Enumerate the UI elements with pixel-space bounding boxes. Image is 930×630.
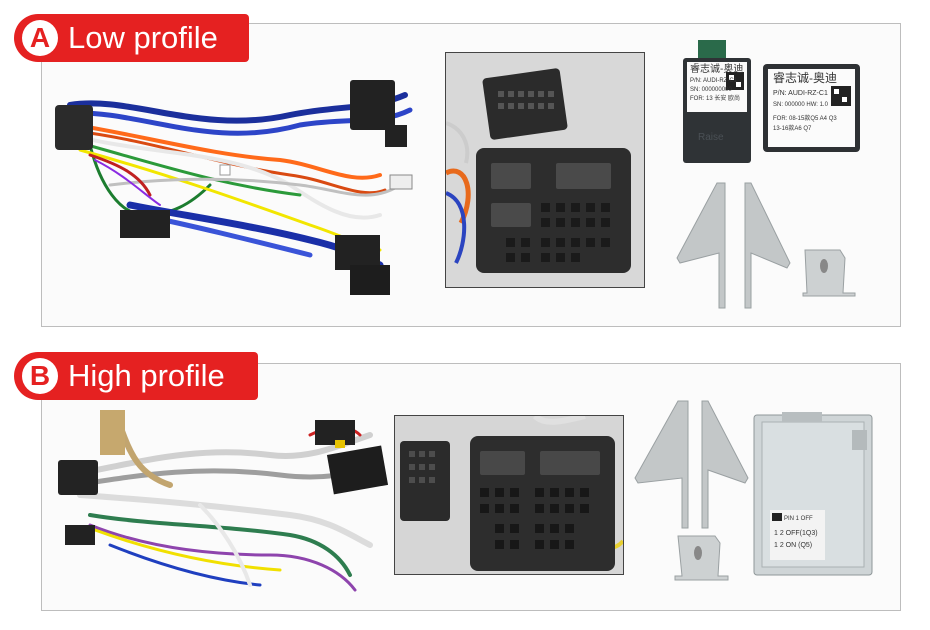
high-profile-mounting-brackets xyxy=(630,398,755,583)
module-1-line1: SN: 000000000 xyxy=(690,87,732,93)
module-2-line3: 13-16款A6 Q7 xyxy=(773,126,812,132)
module-2-pn: P/N: AUDI-RZ-C1 xyxy=(773,90,828,97)
section-b-title: High profile xyxy=(68,358,225,393)
decoder-label-line2: 1 2 OFF(1Q3) xyxy=(774,530,818,537)
module-2-brand: 睿志诚-奥迪 xyxy=(773,71,837,85)
high-profile-decoder-box: PIN 1 OFF 1 2 OFF(1Q3) 1 2 ON (Q5) xyxy=(752,410,877,578)
module-1-pn: P/N: AUDI-RZ-C1 xyxy=(690,78,738,84)
section-a-title: Low profile xyxy=(68,20,218,55)
low-profile-decoder-module: 睿志诚-奥迪 P/N: AUDI-RZ-C1 SN: 000000 HW: 1.… xyxy=(763,64,860,152)
module-1-line2: FOR: 13 长安 欧尚 xyxy=(690,96,741,102)
module-2-line2: FOR: 08-15款Q5 A4 Q3 xyxy=(773,116,837,122)
module-1-brand: 睿志诚-奥迪 xyxy=(690,64,744,75)
section-a-badge: A Low profile xyxy=(14,14,249,62)
decoder-label-line3: 1 2 ON (Q5) xyxy=(774,542,813,549)
low-profile-mounting-brackets xyxy=(675,178,865,318)
module-1-embossed-brand: Raise xyxy=(698,132,724,143)
module-2-line1: SN: 000000 HW: 1.0 xyxy=(773,102,828,108)
section-a-letter: A xyxy=(22,20,58,56)
section-b-badge: B High profile xyxy=(14,352,258,400)
decoder-label-line1: PIN 1 OFF xyxy=(784,516,813,522)
section-b-letter: B xyxy=(22,358,58,394)
high-profile-wiring-harness-image xyxy=(50,405,395,605)
low-profile-connector-photo xyxy=(445,52,645,288)
high-profile-connector-photo xyxy=(394,415,624,575)
low-profile-canbus-module: 睿志诚-奥迪 P/N: AUDI-RZ-C1 SN: 000000000 FOR… xyxy=(678,40,753,165)
low-profile-wiring-harness-image xyxy=(50,65,425,315)
